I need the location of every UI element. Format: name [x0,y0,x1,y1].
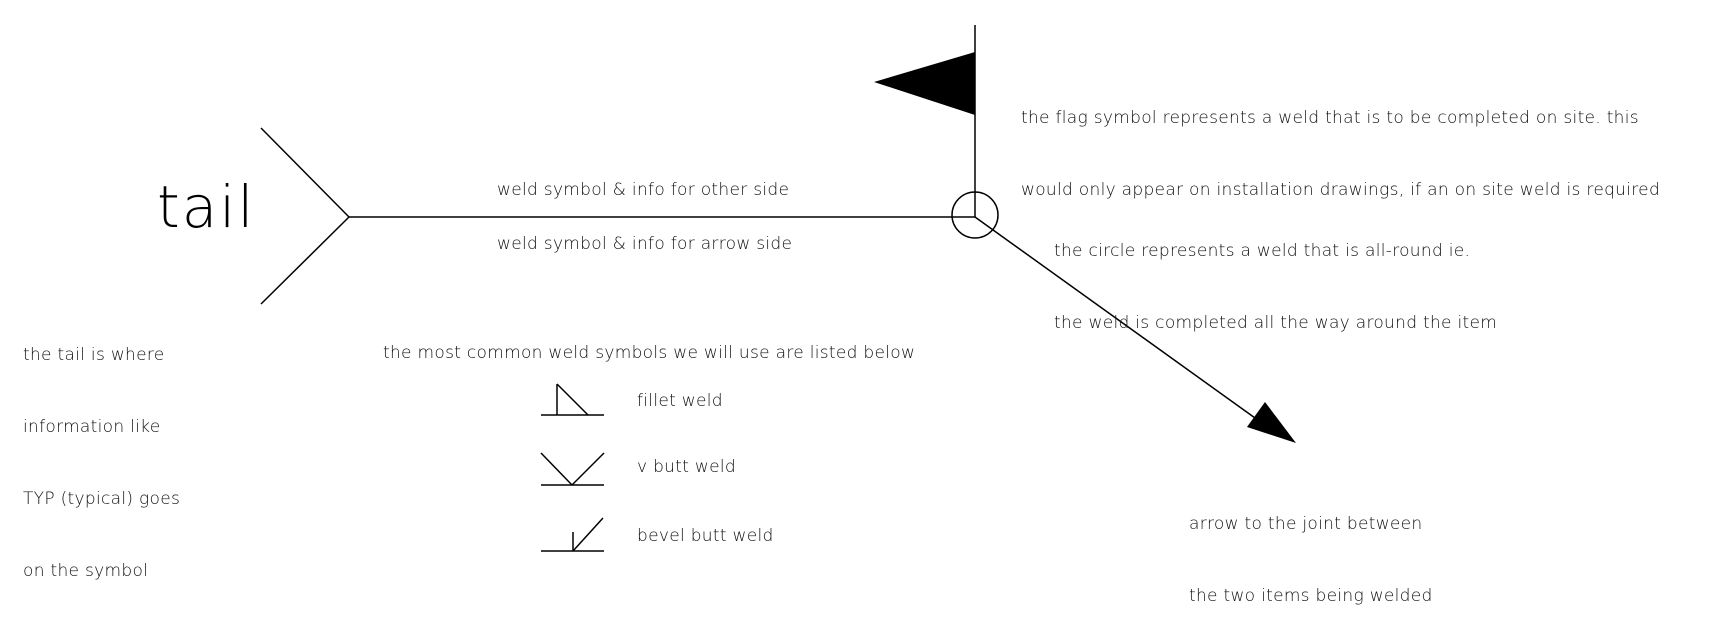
flag-note-line: would only appear on installation drawin… [1021,180,1661,200]
circle-note-line: the weld is completed all the way around… [1054,313,1498,333]
tail-upper-line [260,127,350,218]
arrow-line [974,216,1263,424]
fillet-weld-label: fillet weld [637,391,723,411]
tail-note-line: the tail is where [23,345,165,365]
arrow-note: arrow to the joint between the two items… [1189,464,1433,632]
tail-note-line: on the symbol [23,561,149,581]
tail-lower-line [260,216,350,305]
common-symbols-heading: the most common weld symbols we will use… [383,343,916,363]
other-side-label: weld symbol & info for other side [497,180,790,200]
bevel-butt-weld-icon [541,517,604,552]
arrow-note-line: the two items being welded [1189,586,1433,606]
flag-note: the flag symbol represents a weld that i… [1021,58,1660,226]
all-round-circle [951,191,999,239]
v-butt-weld-label: v butt weld [637,457,736,477]
flag-note-line: the flag symbol represents a weld that i… [1021,108,1639,128]
arrow-side-label: weld symbol & info for arrow side [497,234,793,254]
arrow-note-line: arrow to the joint between [1189,514,1423,534]
tail-label: tail [157,173,256,241]
arrow-head-icon [1247,402,1296,443]
circle-note-line: the circle represents a weld that is all… [1054,241,1471,261]
tail-note: the tail is where information like TYP (… [23,295,180,607]
fillet-weld-icon [541,383,604,416]
field-weld-flag-icon [874,52,975,115]
circle-note: the circle represents a weld that is all… [1054,191,1497,359]
bevel-butt-weld-label: bevel butt weld [637,526,774,546]
tail-note-line: information like [23,417,161,437]
tail-note-line: TYP (typical) goes [23,489,181,509]
v-butt-weld-icon [540,452,605,486]
weld-symbol-diagram [260,25,1296,552]
